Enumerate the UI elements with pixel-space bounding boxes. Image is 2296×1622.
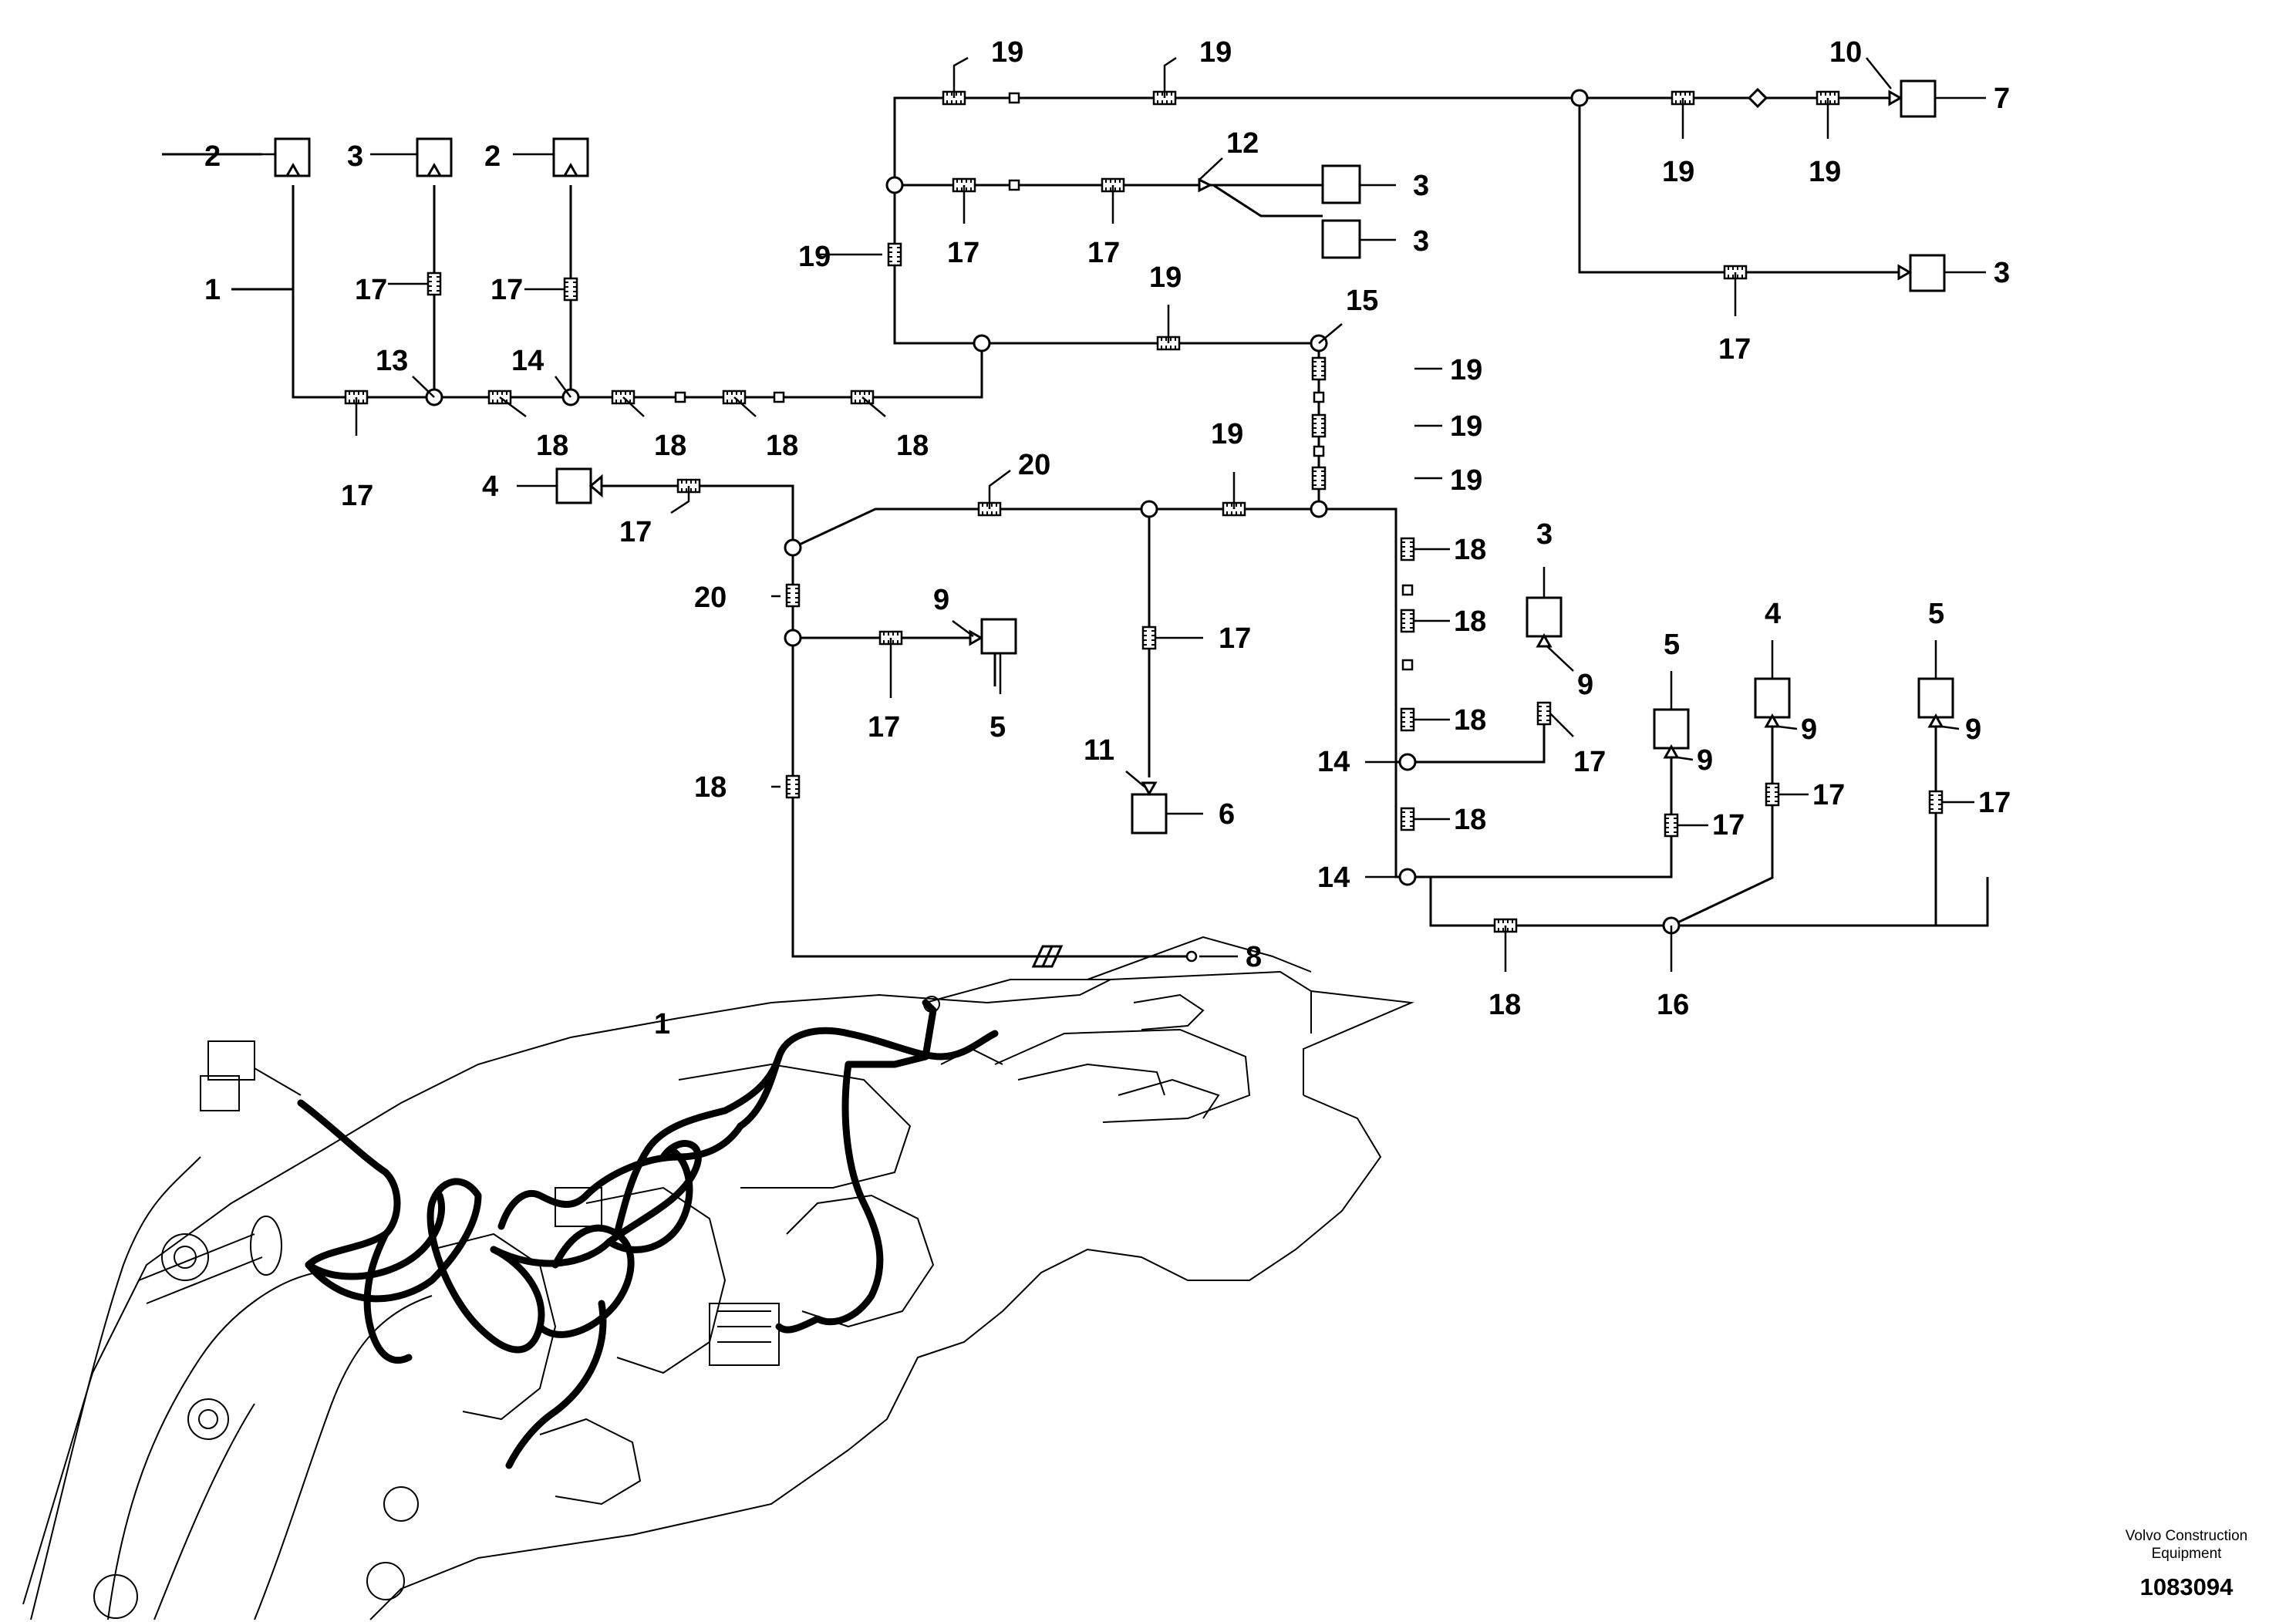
callout-3-far-right: 3 xyxy=(1994,257,2010,289)
company-line-1: Volvo Construction xyxy=(2125,1528,2248,1544)
callout-9: 9 xyxy=(1801,713,1817,746)
callout-5-mid: 5 xyxy=(990,711,1006,744)
callout-15: 15 xyxy=(1346,285,1378,317)
callout-3-a: 3 xyxy=(1413,170,1429,202)
callout-14: 14 xyxy=(1317,746,1350,778)
callout-17: 17 xyxy=(1712,809,1745,841)
callout-17: 17 xyxy=(619,516,652,548)
callout-8: 8 xyxy=(1246,941,1262,973)
callout-17: 17 xyxy=(1718,333,1751,366)
callout-1-illustration: 1 xyxy=(654,1008,670,1040)
callout-4-lower: 4 xyxy=(1765,598,1781,630)
callout-19: 19 xyxy=(991,36,1023,69)
callout-7: 7 xyxy=(1994,83,2010,115)
callout-labels: 1 2 3 2 17 17 13 14 17 18 18 18 18 19 19… xyxy=(204,36,2011,1040)
component-3-far-right xyxy=(1909,254,1946,292)
document-number: 1083094 xyxy=(2139,1573,2234,1600)
component-3-a xyxy=(1321,164,1361,204)
callout-17: 17 xyxy=(1087,237,1120,269)
callout-17: 17 xyxy=(491,274,523,306)
callout-18: 18 xyxy=(1454,804,1486,836)
callout-18: 18 xyxy=(1454,605,1486,638)
callout-17: 17 xyxy=(868,711,900,744)
callout-19: 19 xyxy=(1211,418,1243,450)
component-7 xyxy=(1900,79,1937,118)
callout-9: 9 xyxy=(1697,744,1713,777)
callout-19: 19 xyxy=(1809,156,1841,188)
component-3-lower xyxy=(1526,596,1563,638)
callout-12: 12 xyxy=(1226,127,1259,160)
wire-connectors xyxy=(344,90,1944,968)
manufacturer-credit: Volvo Construction Equipment xyxy=(2082,1527,2291,1563)
callout-19: 19 xyxy=(798,241,831,273)
callout-18: 18 xyxy=(1454,704,1486,737)
machine-frame-illustration xyxy=(22,936,1414,1620)
callout-5-far: 5 xyxy=(1928,598,1944,630)
callout-10: 10 xyxy=(1829,36,1862,69)
callout-20: 20 xyxy=(694,582,727,614)
callout-18: 18 xyxy=(694,771,727,804)
callout-17: 17 xyxy=(1812,779,1845,811)
callout-1-schematic: 1 xyxy=(204,274,221,306)
callout-19: 19 xyxy=(1450,410,1482,443)
callout-18: 18 xyxy=(536,430,568,462)
callout-leaders xyxy=(228,56,1986,972)
callout-19: 19 xyxy=(1199,36,1232,69)
callout-3-left: 3 xyxy=(347,140,363,173)
component-3-b xyxy=(1321,219,1361,259)
component-6 xyxy=(1131,793,1168,835)
callout-17: 17 xyxy=(355,274,387,306)
callout-2-right: 2 xyxy=(484,140,501,173)
callout-9: 9 xyxy=(933,584,949,616)
company-line-2: Equipment xyxy=(2151,1546,2222,1562)
callout-20: 20 xyxy=(1018,449,1050,481)
callout-9: 9 xyxy=(1577,669,1593,701)
callout-17: 17 xyxy=(341,480,373,512)
callout-13: 13 xyxy=(376,345,408,377)
callout-18: 18 xyxy=(896,430,929,462)
callout-17: 17 xyxy=(1573,746,1606,778)
callout-9: 9 xyxy=(1965,713,1981,746)
callout-18: 18 xyxy=(1454,534,1486,566)
callout-2-left: 2 xyxy=(204,140,221,173)
component-5-lower xyxy=(1653,708,1690,750)
callout-14: 14 xyxy=(511,345,544,377)
callout-17: 17 xyxy=(1978,787,2011,819)
callout-19: 19 xyxy=(1662,156,1694,188)
callout-3-lower: 3 xyxy=(1536,518,1553,551)
junction-nodes xyxy=(425,89,1681,935)
callout-18: 18 xyxy=(1489,989,1521,1021)
wire-harness-illustration xyxy=(297,996,999,1469)
callout-18: 18 xyxy=(766,430,798,462)
callout-11: 11 xyxy=(1084,734,1114,767)
callout-19: 19 xyxy=(1450,464,1482,497)
callout-5-lower: 5 xyxy=(1664,629,1680,661)
callout-17: 17 xyxy=(947,237,979,269)
components xyxy=(274,79,1954,835)
callout-16: 16 xyxy=(1657,989,1689,1021)
callout-4-left: 4 xyxy=(482,470,498,503)
component-5-mid xyxy=(980,618,1017,655)
callout-6: 6 xyxy=(1219,798,1235,831)
component-4-left xyxy=(555,467,592,504)
callout-19: 19 xyxy=(1149,261,1182,294)
callout-19: 19 xyxy=(1450,354,1482,386)
callout-3-b: 3 xyxy=(1413,225,1429,258)
callout-17: 17 xyxy=(1219,622,1251,655)
component-5-far xyxy=(1917,677,1954,719)
callout-14: 14 xyxy=(1317,862,1350,894)
callout-18: 18 xyxy=(654,430,686,462)
component-4-lower xyxy=(1754,677,1791,719)
